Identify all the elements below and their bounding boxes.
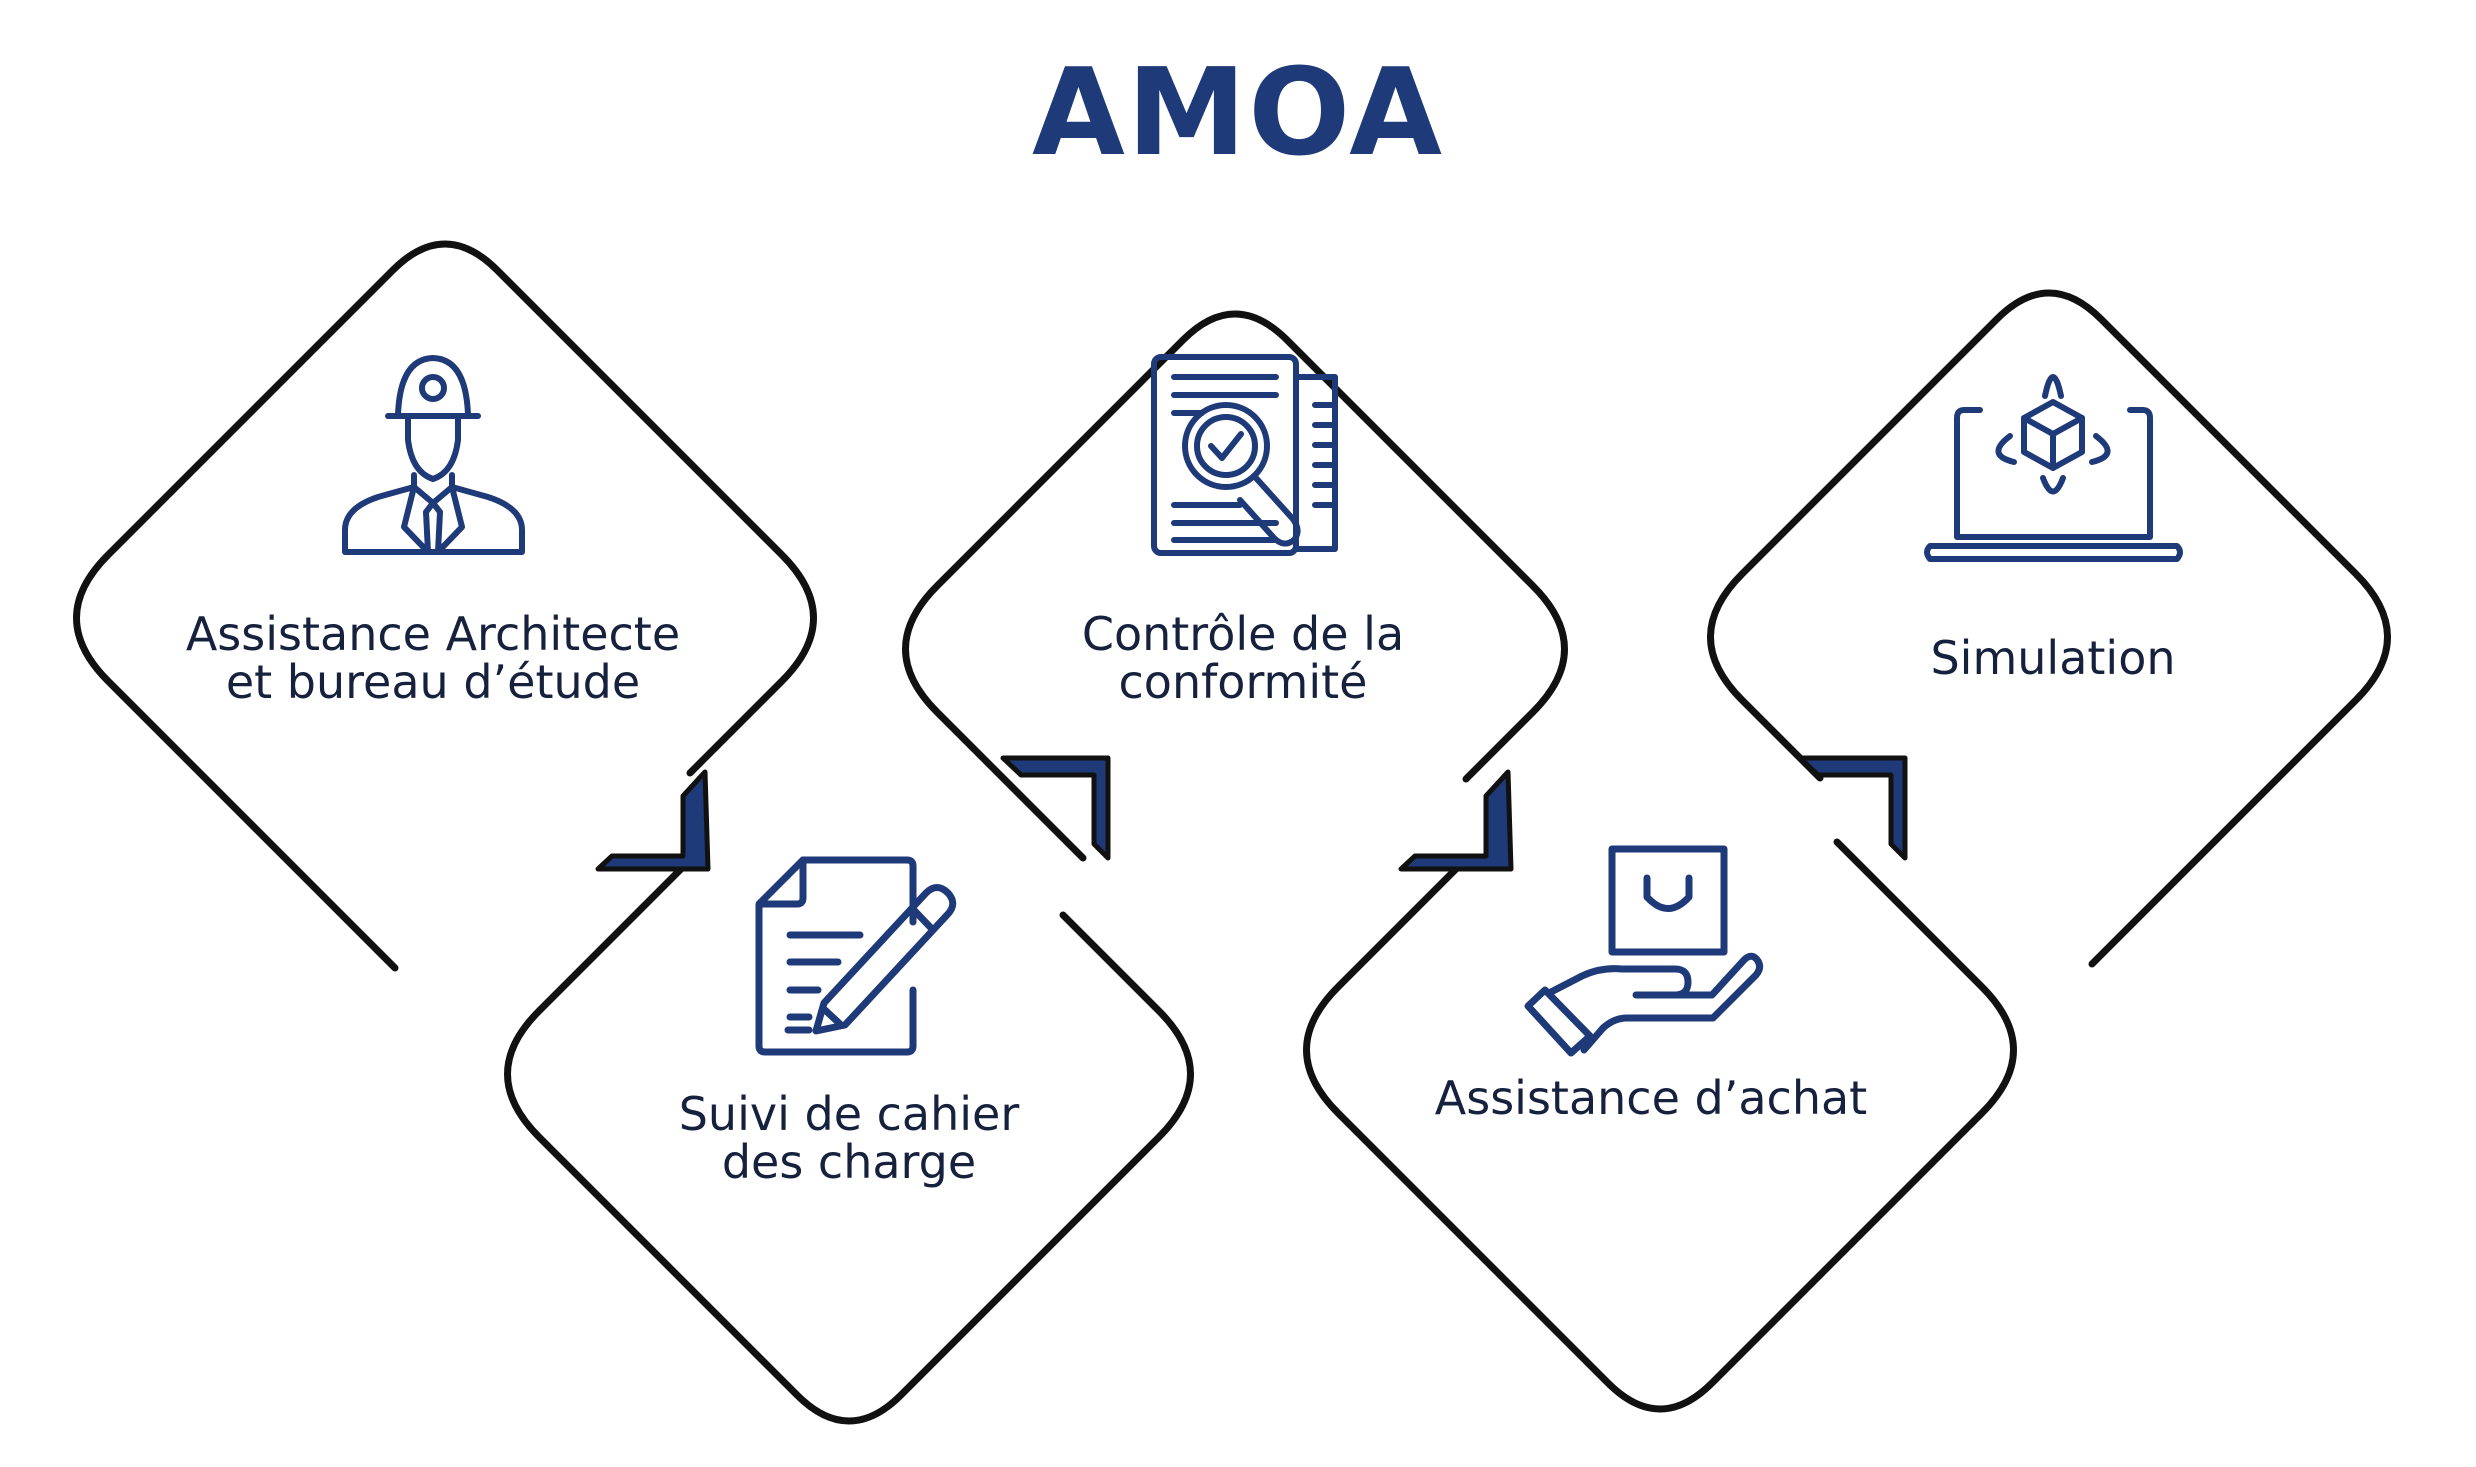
diamond-simulation: [1707, 289, 2391, 968]
engineer-icon: [342, 355, 525, 555]
label-architecte: Assistance Architecte et bureau d’étude: [133, 610, 733, 706]
diamond-achat: [1303, 838, 2017, 1413]
diamond-architecte: [73, 240, 817, 972]
label-achat: Assistance d’achat: [1351, 1074, 1951, 1122]
connector-block-2: [1000, 755, 1111, 861]
diamond-cahier: [504, 863, 1194, 1425]
connector-block-4: [1797, 755, 1908, 861]
connector-block-1: [595, 769, 711, 872]
label-line: des charge: [721, 1135, 977, 1189]
label-line: Assistance d’achat: [1434, 1071, 1868, 1125]
label-line: conformité: [1118, 655, 1368, 709]
label-line: et bureau d’étude: [225, 655, 641, 709]
document-pencil-icon: [755, 856, 957, 1056]
label-simulation: Simulation: [1753, 634, 2353, 682]
label-cahier: Suivi de cahier des charge: [549, 1090, 1149, 1186]
document-search-check-icon: [1151, 354, 1338, 556]
label-line: Contrôle de la: [1081, 607, 1405, 661]
laptop-cube-icon: [1924, 374, 2183, 562]
label-line: Simulation: [1930, 631, 2176, 685]
diagram-title: AMOA: [1032, 44, 1444, 183]
diamond-conformite: [902, 310, 1568, 862]
connector-block-3: [1398, 769, 1514, 872]
label-line: Suivi de cahier: [678, 1087, 1020, 1141]
label-conformite: Contrôle de la conformité: [943, 610, 1543, 706]
label-line: Assistance Architecte: [185, 607, 681, 661]
hand-shopping-bag-icon: [1524, 845, 1764, 1057]
